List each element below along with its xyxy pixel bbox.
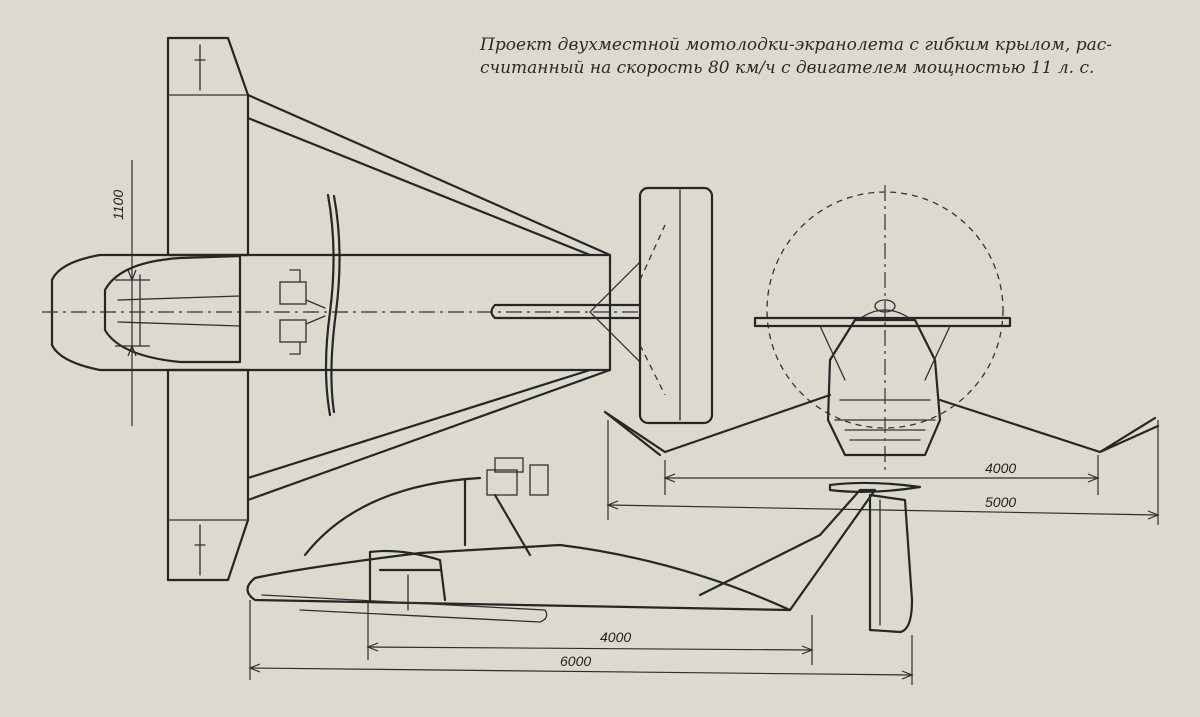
drawing-caption: Проект двухместной мотолодки-экранолета … [480,34,1180,80]
front-view: 4000 5000 [603,185,1160,525]
top-view-engine [279,269,326,355]
front-view-dimensions: 4000 5000 [606,420,1160,525]
top-view: 1100 [42,36,714,582]
top-view-rudder-float [638,186,714,425]
caption-line-1: Проект двухместной мотолодки-экранолета … [480,35,1112,55]
dim-label-side-6000: 6000 [560,653,591,669]
top-view-width-dimension: 1100 [110,160,150,426]
top-view-tail-boom [490,303,642,320]
top-view-flex-wing-lower-edge [246,368,612,502]
top-view-propeller [324,193,341,417]
side-view-cockpit [368,549,447,602]
side-view-flexible-wing [303,476,482,557]
top-view-wing-upper [166,36,250,257]
side-view-hull [246,543,792,612]
side-view-pylon [463,478,532,557]
front-view-flexible-wing [603,393,1160,457]
dim-label-side-4000: 4000 [600,629,631,645]
side-view-tail-fin [698,488,877,612]
top-view-cockpit [103,254,242,364]
side-view-tail-surface [828,481,922,494]
top-view-flex-wing-upper-edge [246,93,612,257]
top-view-wing-lower [166,368,250,582]
side-view-dimensions: 4000 6000 [248,600,914,685]
side-view: 4000 6000 [246,457,922,685]
side-view-engine [486,457,549,496]
dim-label-front-4000: 4000 [985,460,1016,476]
side-view-rudder [868,493,914,634]
front-view-upper-strut [753,316,1012,328]
dim-label-1100: 1100 [110,190,126,220]
front-view-body [826,318,942,457]
caption-line-2: считанный на скорость 80 км/ч с двигател… [480,58,1095,78]
dim-label-front-5000: 5000 [985,494,1016,510]
